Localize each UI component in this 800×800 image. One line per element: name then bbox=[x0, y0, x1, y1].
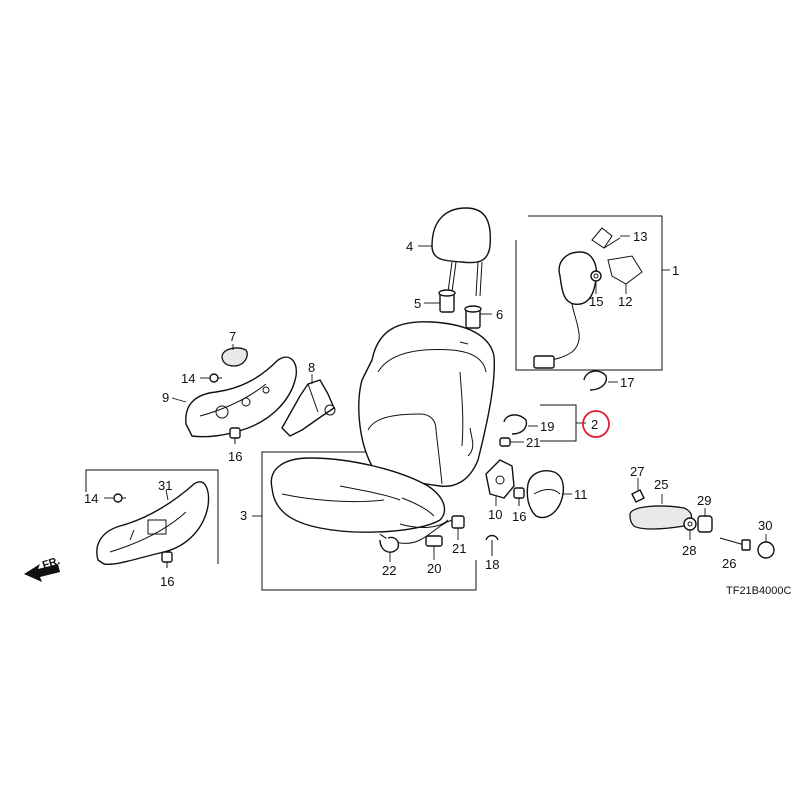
callout-27: 27 bbox=[630, 464, 644, 479]
frame-bracket-left-lower bbox=[85, 469, 219, 564]
bolt-26 bbox=[719, 537, 751, 551]
callout-21-lower: 21 bbox=[452, 541, 466, 556]
callout-22: 22 bbox=[382, 563, 396, 578]
clip-16-recliner bbox=[229, 427, 241, 444]
headrest bbox=[431, 207, 492, 297]
callout-28: 28 bbox=[682, 543, 696, 558]
highlight-ring bbox=[582, 410, 610, 438]
diagram-code: TF21B4000C bbox=[726, 585, 791, 597]
screw-14-upper bbox=[209, 373, 222, 383]
callout-1: 1 bbox=[672, 263, 679, 278]
callout-14-upper: 14 bbox=[181, 371, 195, 386]
callout-16-right: 16 bbox=[512, 509, 526, 524]
callout-7: 7 bbox=[229, 329, 236, 344]
callout-25: 25 bbox=[654, 477, 668, 492]
callout-9: 9 bbox=[162, 390, 169, 405]
callout-20: 20 bbox=[427, 561, 441, 576]
callout-2: 2 bbox=[591, 417, 598, 432]
callout-3: 3 bbox=[240, 508, 247, 523]
callout-5: 5 bbox=[414, 296, 421, 311]
callout-30: 30 bbox=[758, 518, 772, 533]
callout-19: 19 bbox=[540, 419, 554, 434]
headrest-guide-6 bbox=[464, 305, 482, 329]
bracket-10 bbox=[485, 459, 515, 499]
callout-6: 6 bbox=[496, 307, 503, 322]
nut-15 bbox=[590, 270, 602, 282]
seat-back-wire bbox=[467, 427, 474, 457]
callout-8: 8 bbox=[308, 360, 315, 375]
bushing-28 bbox=[683, 517, 697, 531]
release-lever-25 bbox=[629, 505, 693, 530]
callout-29: 29 bbox=[697, 493, 711, 508]
callout-12: 12 bbox=[618, 294, 632, 309]
callout-21-upper: 21 bbox=[526, 435, 540, 450]
side-airbag-module bbox=[533, 251, 598, 369]
front-direction-arrow bbox=[24, 564, 60, 582]
seat-back-cover bbox=[358, 321, 496, 487]
frame-bracket-cushion-bottom bbox=[261, 515, 477, 591]
callout-16-upper: 16 bbox=[228, 449, 242, 464]
clip-17 bbox=[583, 370, 607, 391]
clip-16-right bbox=[513, 487, 525, 506]
bushing-29 bbox=[697, 515, 713, 533]
recline-knob bbox=[221, 347, 248, 367]
bracket-12 bbox=[607, 255, 643, 285]
callout-11: 11 bbox=[574, 487, 588, 502]
callout-15: 15 bbox=[589, 294, 603, 309]
screw-14-lower bbox=[113, 493, 126, 503]
callout-31: 31 bbox=[158, 478, 172, 493]
frame-bracket-airbag bbox=[515, 215, 663, 371]
callout-18: 18 bbox=[485, 557, 499, 572]
inner-bracket-8 bbox=[281, 379, 336, 437]
callout-14-lower: 14 bbox=[84, 491, 98, 506]
bracket-13 bbox=[591, 227, 621, 249]
clip-27 bbox=[631, 489, 645, 503]
inner-cover-31 bbox=[96, 481, 210, 566]
clip-16-lower bbox=[161, 551, 173, 568]
clip-21-upper bbox=[499, 437, 511, 447]
seat-cover-11 bbox=[526, 470, 565, 519]
callout-17: 17 bbox=[620, 375, 634, 390]
callout-10: 10 bbox=[488, 507, 502, 522]
callout-16-lower: 16 bbox=[160, 574, 174, 589]
callout-26: 26 bbox=[722, 556, 736, 571]
callout-13: 13 bbox=[633, 229, 647, 244]
front-label: FR. bbox=[41, 555, 62, 572]
recliner-cover bbox=[185, 356, 297, 438]
callout-4: 4 bbox=[406, 239, 413, 254]
seat-cushion bbox=[270, 457, 449, 533]
cap-30 bbox=[757, 541, 775, 559]
headrest-guide-5 bbox=[438, 289, 456, 313]
clip-18 bbox=[485, 534, 499, 556]
clip-19 bbox=[503, 414, 528, 435]
